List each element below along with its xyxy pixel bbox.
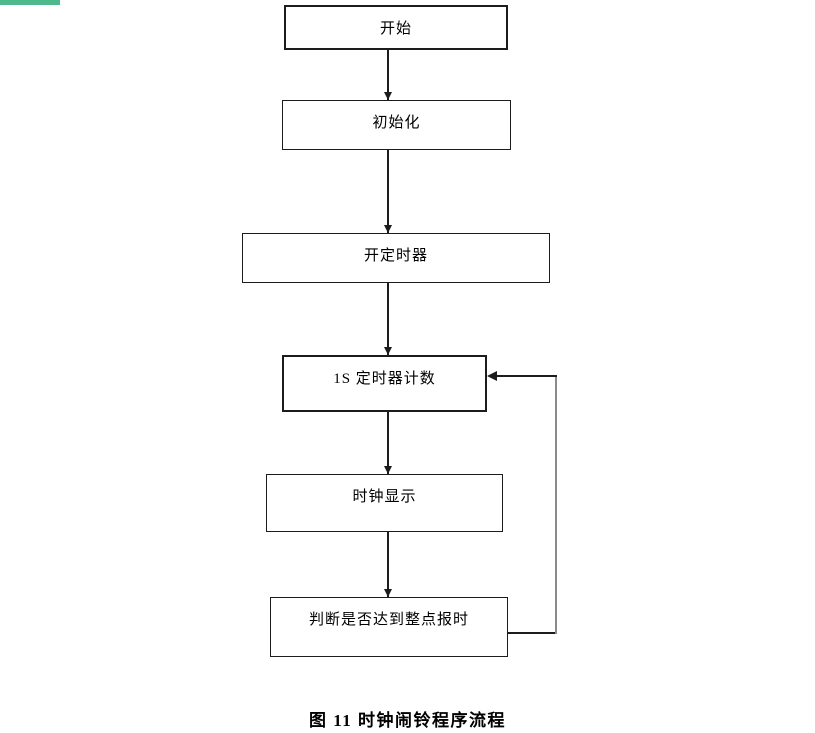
flowchart-node-init: 初始化 xyxy=(282,100,511,150)
arrowhead-down-icon xyxy=(384,589,392,597)
arrowhead-down-icon xyxy=(384,92,392,100)
connector-clock-display-to-judge-chime xyxy=(387,532,389,597)
connector-timer-count-to-clock-display xyxy=(387,412,389,474)
arrowhead-down-icon xyxy=(384,347,392,355)
connector-init-to-open-timer xyxy=(387,150,389,233)
connector-start-to-init xyxy=(387,50,389,100)
connector-open-timer-to-timer-count xyxy=(387,283,389,355)
figure-caption: 图 11 时钟闹铃程序流程 xyxy=(308,711,507,730)
node-start-label: 开始 xyxy=(379,21,412,37)
flowchart-node-open-timer: 开定时器 xyxy=(242,233,550,283)
flowchart-node-timer-count: 1S 定时器计数 xyxy=(282,355,487,412)
feedback-loop-top-segment xyxy=(495,375,557,377)
feedback-loop-bottom-segment xyxy=(508,632,557,634)
arrowhead-left-icon xyxy=(487,371,497,381)
arrowhead-down-icon xyxy=(384,466,392,474)
arrowhead-down-icon xyxy=(384,225,392,233)
flowchart-node-start: 开始 xyxy=(284,5,508,50)
flowchart-node-judge-chime: 判断是否达到整点报时 xyxy=(270,597,508,657)
node-judge-chime-label: 判断是否达到整点报时 xyxy=(308,612,469,628)
node-init-label: 初始化 xyxy=(372,115,421,131)
flowchart-node-clock-display: 时钟显示 xyxy=(266,474,503,532)
node-timer-count-label: 1S 定时器计数 xyxy=(333,371,436,387)
feedback-loop-vertical-segment xyxy=(555,376,557,634)
node-open-timer-label: 开定时器 xyxy=(363,248,428,264)
node-clock-display-label: 时钟显示 xyxy=(352,489,417,505)
accent-bar xyxy=(0,0,60,5)
